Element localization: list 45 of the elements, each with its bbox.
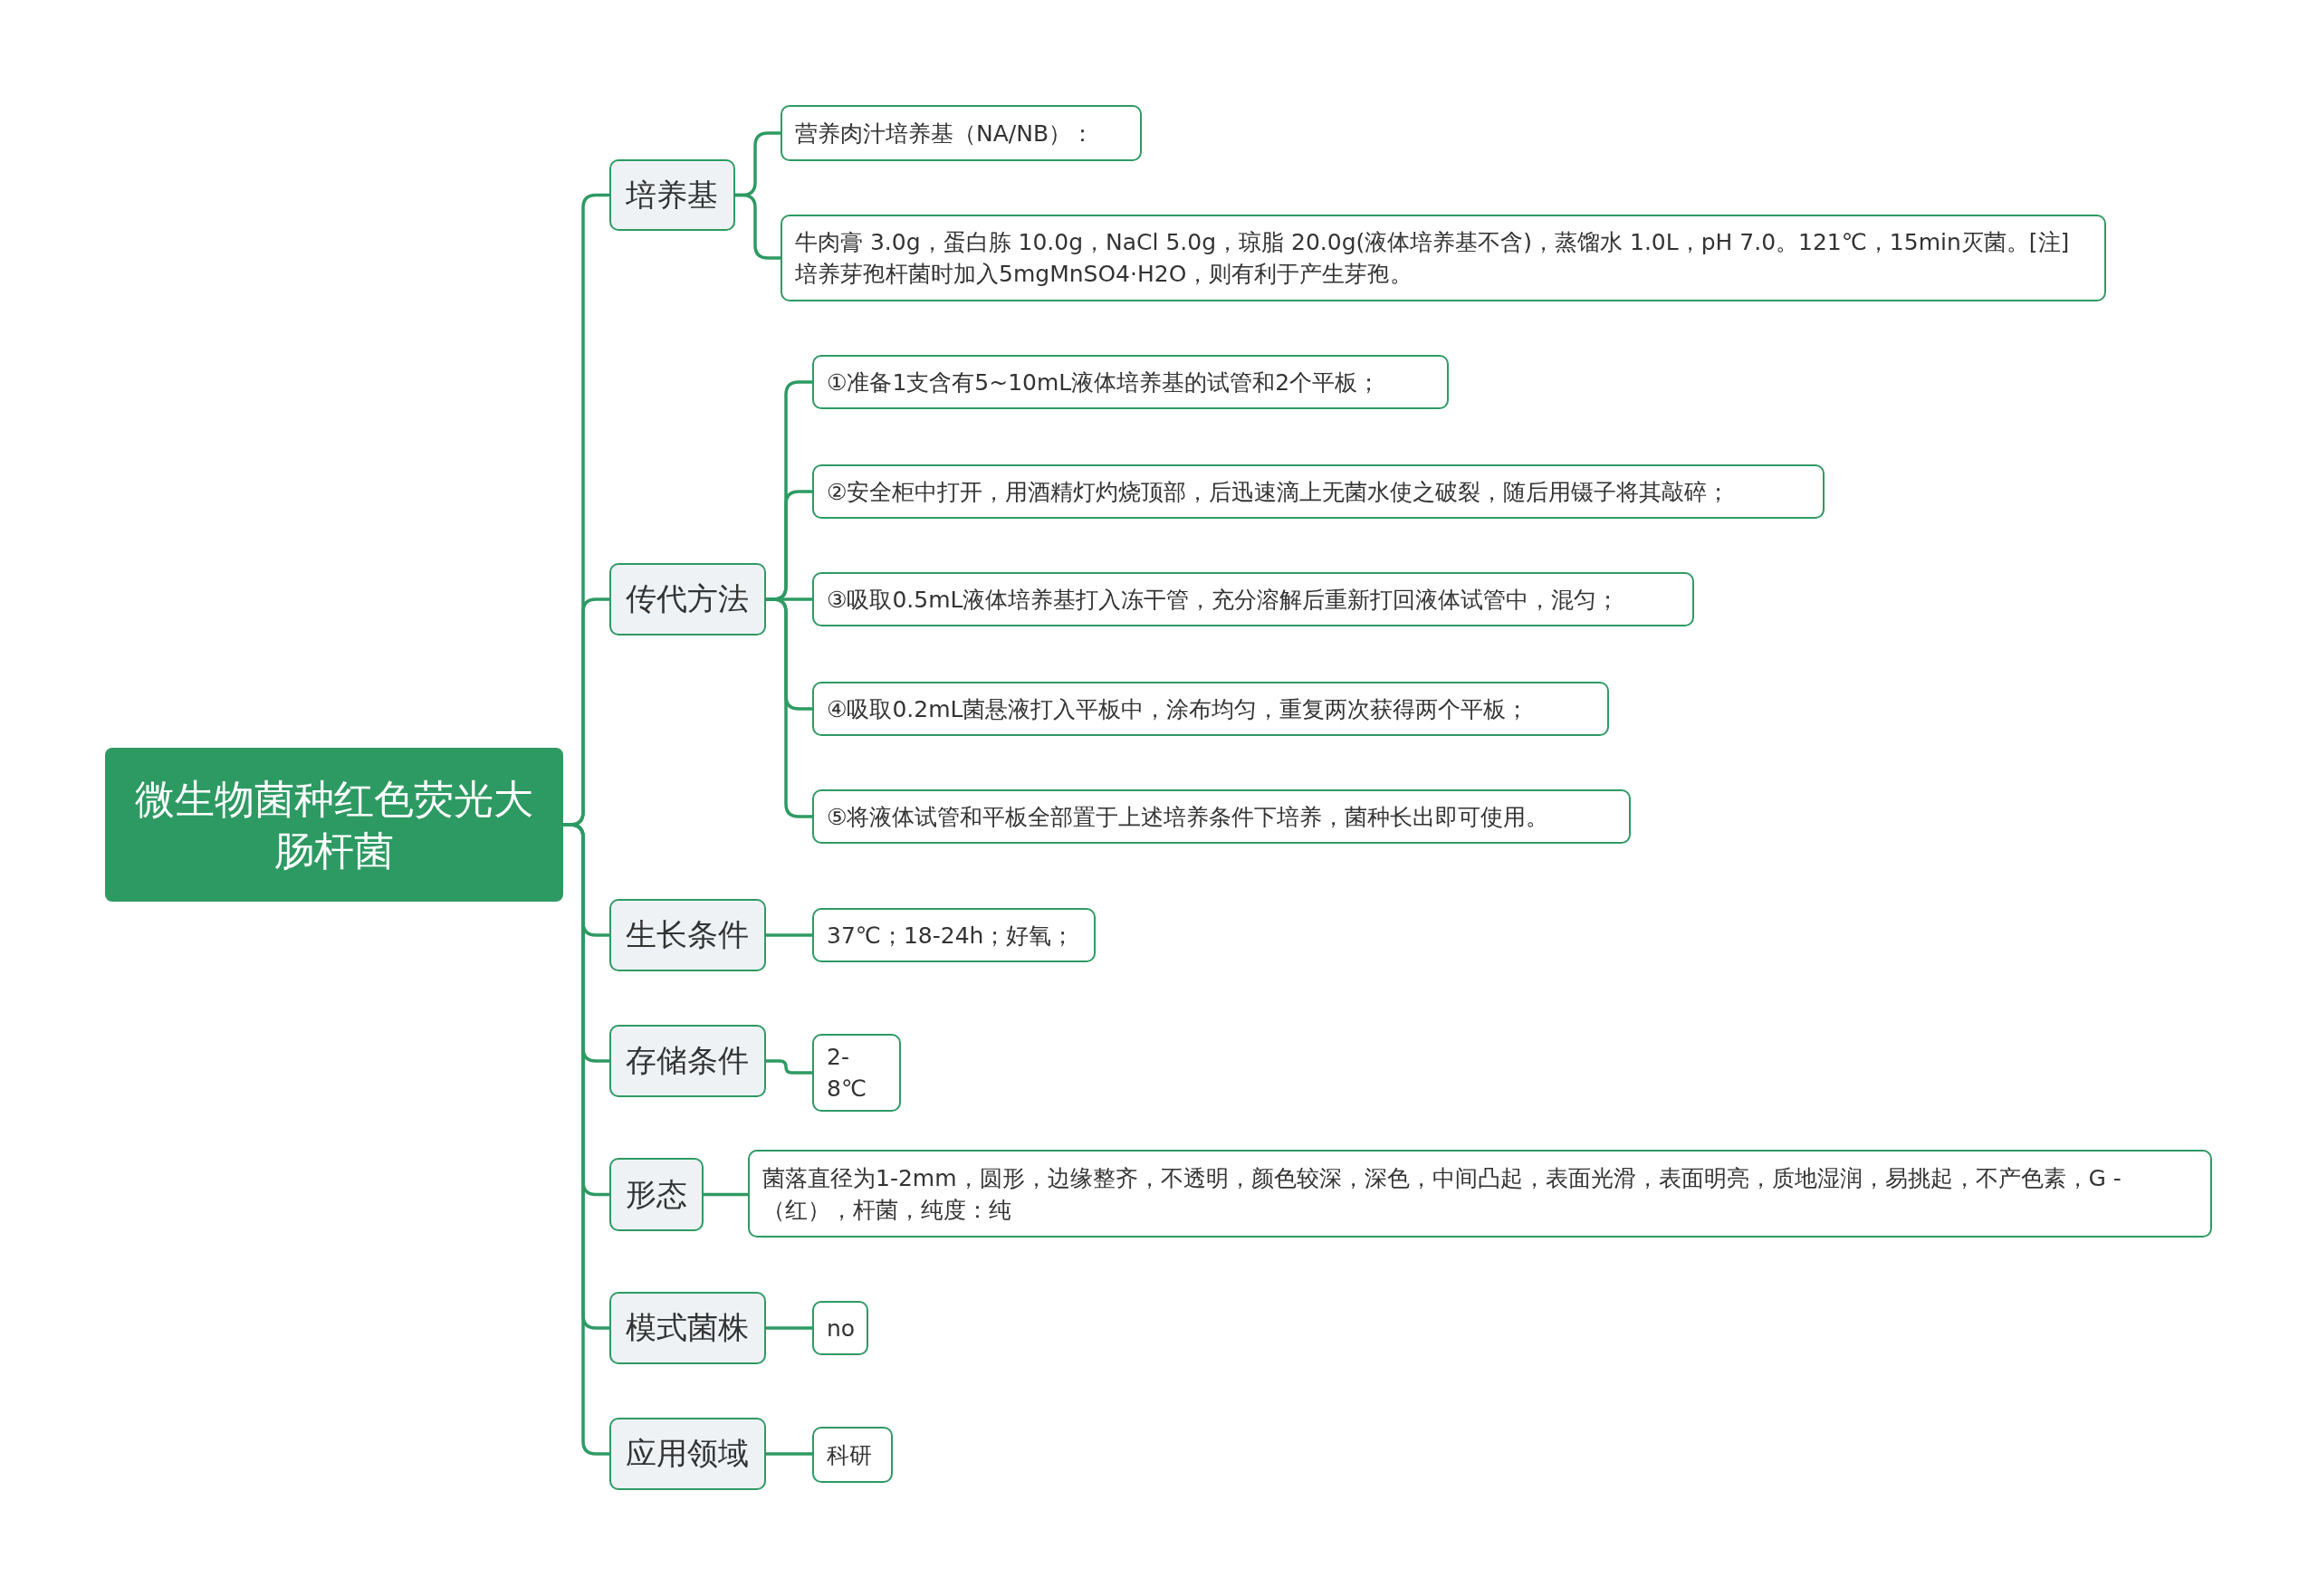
topic-text: 科研 — [827, 1440, 872, 1470]
note-box — [781, 215, 2106, 301]
note-box — [748, 1150, 2212, 1238]
connector-line — [766, 933, 812, 937]
note-box — [812, 355, 1449, 409]
note-box — [781, 105, 1142, 161]
topic-text: 牛肉膏 3.0g，蛋白胨 10.0g，NaCl 5.0g，琼脂 20.0g(液体培养基不含)，蒸馏水 1.0L，pH 7.0。121℃，15min灭菌。[注]培养芽孢杆菌时加入5mgMnSO4·H2O，则有利于产生芽孢。 — [795, 228, 2071, 289]
topic-text: ⑤将液体试管和平板全部置于上述培养条件下培养，菌种长出即可使用。 — [827, 802, 1549, 832]
note-box — [812, 464, 1825, 519]
topic-box — [609, 899, 766, 971]
note-box — [812, 789, 1631, 844]
topic-text: 模式菌株 — [626, 1308, 749, 1347]
topic-box — [609, 1292, 766, 1364]
topic-text: 37℃；18-24h；好氧； — [827, 921, 1075, 951]
topic-text: 传代方法 — [626, 579, 749, 618]
topic-box — [609, 1158, 704, 1231]
note-box — [812, 1427, 893, 1483]
note-box — [812, 682, 1609, 736]
topic-text: ①准备1支含有5~10mL液体培养基的试管和2个平板； — [827, 368, 1381, 397]
note-box — [812, 1034, 901, 1112]
topic-text: ③吸取0.5mL液体培养基打入冻干管，充分溶解后重新打回液体试管中，混匀； — [827, 585, 1620, 615]
note-box — [812, 572, 1694, 626]
topic-text: 微生物菌种红色荧光大肠杆菌 — [134, 774, 534, 875]
topic-text: ②安全柜中打开，用酒精灯灼烧顶部，后迅速滴上无菌水使之破裂，随后用镊子将其敲碎； — [827, 477, 1730, 507]
note-box — [812, 1301, 868, 1355]
topic-box — [609, 159, 735, 231]
topic-text: 形态 — [626, 1174, 687, 1214]
topic-text: 营养肉汁培养基（NA/NB）： — [795, 119, 1095, 148]
topic-text: 2-8℃ — [827, 1043, 867, 1104]
connector-line — [766, 1452, 812, 1456]
topic-box — [609, 563, 766, 636]
topic-text: 培养基 — [626, 175, 718, 215]
connector-line — [766, 1326, 812, 1330]
topic-box — [609, 1418, 766, 1490]
topic-text: 生长条件 — [626, 915, 749, 954]
note-box — [812, 908, 1096, 962]
connector-line — [766, 1059, 812, 1075]
topic-text: 应用领域 — [626, 1434, 749, 1473]
topic-text: ④吸取0.2mL菌悬液打入平板中，涂布均匀，重复两次获得两个平板； — [827, 694, 1529, 724]
topic-box — [609, 1025, 766, 1097]
connector-line — [704, 1192, 748, 1197]
root-topic-box — [105, 748, 563, 902]
topic-text: no — [827, 1314, 856, 1343]
topic-text: 菌落直径为1-2mm，圆形，边缘整齐，不透明，颜色较深，深色，中间凸起，表面光滑，表面明亮，质地湿润，易挑起，不产色素，G -（红），杆菌，纯度：纯 — [762, 1163, 2122, 1225]
topic-text: 存储条件 — [626, 1041, 749, 1080]
